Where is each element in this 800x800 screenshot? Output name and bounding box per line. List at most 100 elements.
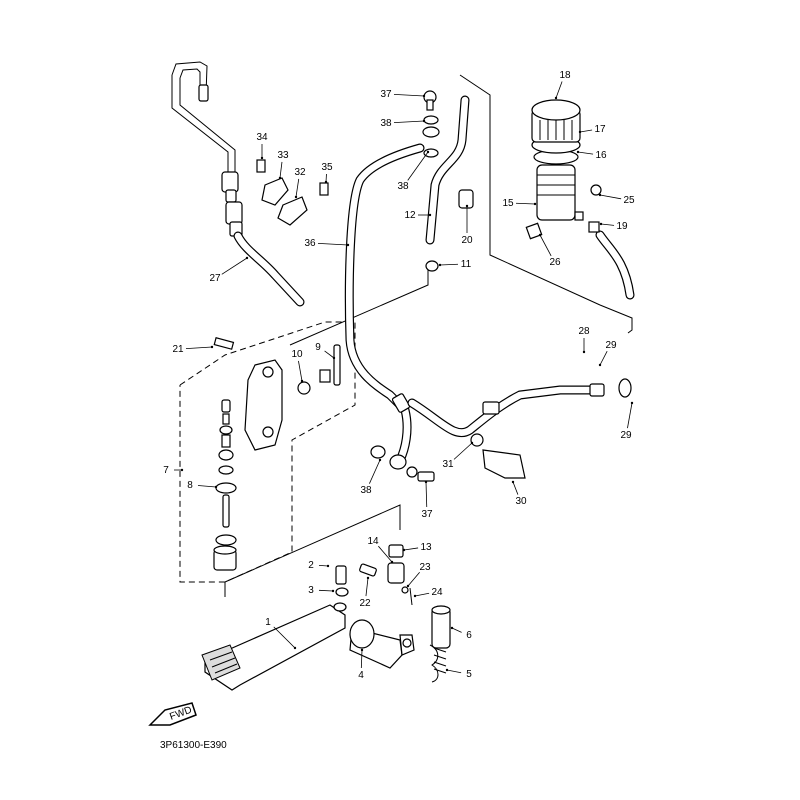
callout-leader-tip <box>438 263 442 267</box>
callout-number: 4 <box>358 670 364 681</box>
callout-leader-tip <box>426 150 430 154</box>
callout-number: 18 <box>559 70 571 81</box>
callout-leader <box>360 649 363 669</box>
pedal-shaft <box>349 619 415 669</box>
callout-leader-tip <box>470 441 474 445</box>
callout-31: 31 <box>442 441 474 470</box>
callout-29: 29 <box>598 340 617 367</box>
callout-leader-tip <box>331 589 335 593</box>
callout-number: 13 <box>420 542 432 553</box>
callout-leader-tip <box>445 668 449 672</box>
callout-leader <box>393 93 425 97</box>
callout-number: 29 <box>605 340 617 351</box>
callout-number: 16 <box>595 150 607 161</box>
callout-leader <box>600 223 615 226</box>
hose-brackets-upper <box>256 159 329 226</box>
callout-6: 6 <box>450 626 472 641</box>
callout-number: 6 <box>466 630 472 641</box>
callout-leader-tip <box>210 345 214 349</box>
callout-34: 34 <box>256 132 268 160</box>
callout-number: 37 <box>421 509 433 520</box>
callout-leader <box>599 194 622 200</box>
union-bolt-lower <box>370 445 435 482</box>
callout-leader <box>295 178 300 198</box>
callout-19: 19 <box>599 221 628 232</box>
reservoir-bracket-outline <box>459 74 633 334</box>
callout-leader-tip <box>450 626 454 630</box>
callout-leader-tip <box>346 243 350 247</box>
master-cylinder-group-outline <box>179 321 356 583</box>
callout-leader-tip <box>300 379 304 383</box>
callout-28: 28 <box>578 326 590 354</box>
callout-number: 38 <box>360 485 372 496</box>
callout-number: 31 <box>442 459 454 470</box>
callout-number: 34 <box>256 132 268 143</box>
callout-leader-tip <box>422 94 426 98</box>
callout-leader-tip <box>578 130 582 134</box>
clevis-and-pins <box>359 544 413 606</box>
callout-leader-tip <box>576 150 580 154</box>
callout-number: 38 <box>380 118 392 129</box>
brake-hose-lower-right <box>407 378 632 438</box>
callout-16: 16 <box>576 150 607 161</box>
callout-number: 30 <box>515 496 527 507</box>
callout-38: 38 <box>360 458 382 496</box>
callout-9: 9 <box>315 342 336 360</box>
callout-number: 36 <box>304 238 316 249</box>
callout-leader-tip <box>511 480 515 484</box>
callout-leader <box>403 547 419 551</box>
callout-number: 11 <box>461 259 472 270</box>
callout-23: 23 <box>406 562 431 588</box>
pedal-area-outline <box>224 504 401 597</box>
callout-leader-tip <box>582 350 586 354</box>
brake-pedal <box>201 565 349 691</box>
callout-leader-tip <box>428 213 432 217</box>
reservoir-hose-12 <box>425 95 470 245</box>
reservoir-outlet-hose <box>595 230 635 300</box>
callout-leader <box>577 151 594 155</box>
callout-leader-tip <box>630 401 634 405</box>
callout-number: 28 <box>578 326 590 337</box>
callout-leader-tip <box>278 176 282 180</box>
callout-number: 25 <box>623 195 635 206</box>
callout-leader <box>555 81 563 99</box>
diagram-code: 3P61300-E390 <box>160 740 227 751</box>
callout-leader <box>439 263 459 266</box>
callout-13: 13 <box>402 542 432 553</box>
callout-14: 14 <box>367 536 394 564</box>
callout-leader <box>446 669 462 674</box>
callout-leader-tip <box>324 180 328 184</box>
callout-leader-tip <box>366 576 370 580</box>
callout-number: 14 <box>367 536 379 547</box>
callout-1: 1 <box>265 617 297 650</box>
callout-number: 12 <box>404 210 416 221</box>
callout-leader-tip <box>260 156 264 160</box>
callout-number: 17 <box>594 124 606 135</box>
callout-number: 3 <box>308 585 314 596</box>
callout-leader-tip <box>598 193 602 197</box>
callout-leader-tip <box>326 564 330 568</box>
callout-leader-tip <box>390 560 394 564</box>
callout-leader-tip <box>424 480 428 484</box>
upper-fasteners <box>422 90 602 272</box>
callout-leader-tip <box>554 96 558 100</box>
callout-number: 10 <box>291 349 303 360</box>
callout-leader <box>197 485 217 488</box>
callout-32: 32 <box>294 167 306 199</box>
callout-leader <box>365 577 369 597</box>
callout-leader-tip <box>422 119 426 123</box>
callout-10: 10 <box>291 349 304 383</box>
callout-25: 25 <box>598 193 635 206</box>
callout-3: 3 <box>308 585 335 596</box>
callout-number: 8 <box>187 480 193 491</box>
callout-leader <box>453 442 473 460</box>
callout-number: 1 <box>265 617 271 628</box>
callout-leader <box>407 571 420 587</box>
callout-number: 2 <box>308 560 314 571</box>
callout-leader-tip <box>533 202 537 206</box>
callout-number: 21 <box>172 344 184 355</box>
callout-leader-tip <box>402 548 406 552</box>
callout-leader <box>512 481 519 495</box>
callout-35: 35 <box>321 162 333 184</box>
reservoir-assembly <box>525 99 581 240</box>
